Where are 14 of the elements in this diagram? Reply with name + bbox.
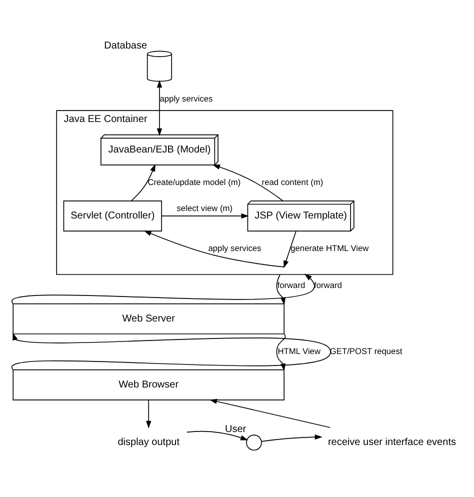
edge-label: apply services — [208, 242, 262, 253]
edge-label: apply services — [160, 92, 213, 103]
node-text: receive user interface events — [328, 436, 456, 448]
edge-label: generate HTML View — [290, 242, 369, 253]
edge-label: select view (m) — [176, 202, 233, 212]
node-label: User — [225, 424, 246, 435]
edge-label: forward — [314, 279, 342, 290]
node-label: Database — [104, 40, 148, 51]
node-text: display output — [118, 436, 180, 448]
edge-label: HTML View — [278, 345, 321, 356]
edge-label: read content (m) — [262, 176, 324, 187]
edge-label: GET/POST request — [330, 345, 402, 356]
edge-label: Create/update model (m) — [148, 176, 241, 187]
edge-label: forward — [277, 279, 306, 290]
